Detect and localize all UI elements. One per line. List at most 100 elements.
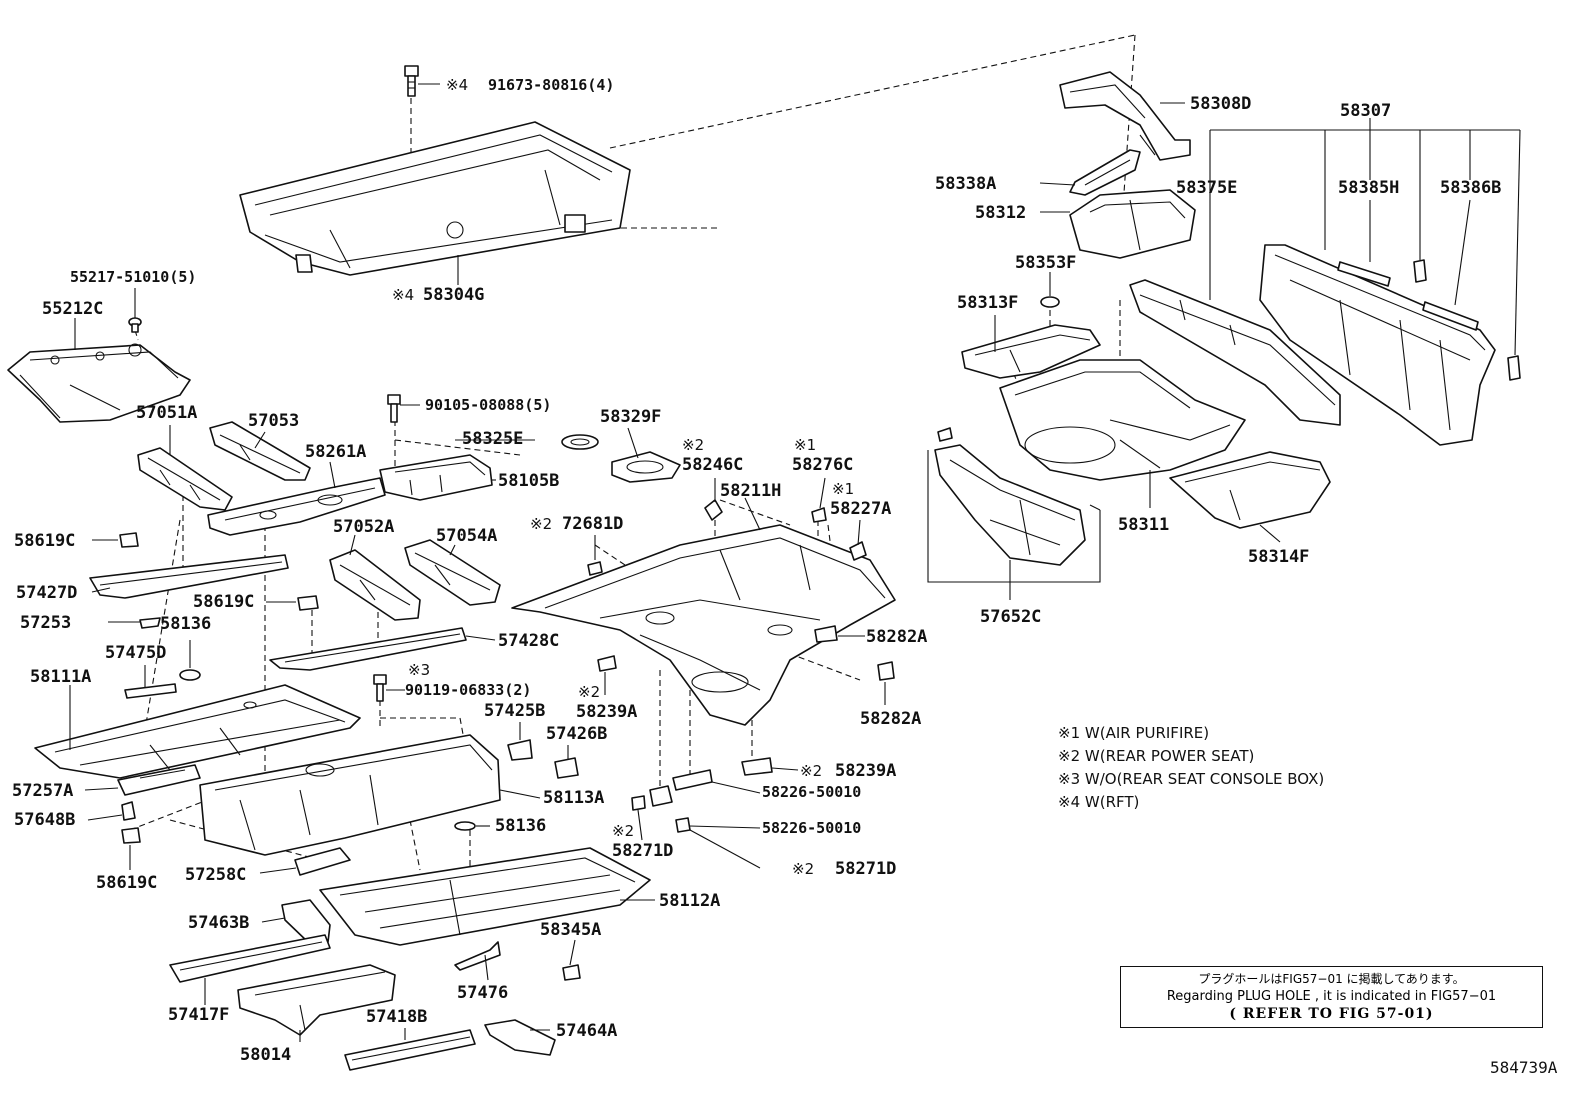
mark-3-90119: ※3 <box>408 661 430 679</box>
part-58105b <box>379 454 493 501</box>
part-58271d-b <box>675 817 691 833</box>
callout-58375e: 58375E <box>1176 178 1237 198</box>
part-58226-b <box>649 785 673 807</box>
callout-58136-b: 58136 <box>495 816 546 836</box>
callout-58386b: 58386B <box>1440 178 1501 198</box>
note-3: ※3 W/O(REAR SEAT CONSOLE BOX) <box>1058 770 1325 788</box>
plug-58136-b <box>454 821 476 831</box>
callout-58246c: 58246C <box>682 455 743 475</box>
callout-57652c: 57652C <box>980 607 1041 627</box>
mark-1-58276c: ※1 <box>794 436 816 454</box>
bolt-90119 <box>373 674 387 702</box>
figure-id: 584739A <box>1490 1058 1558 1077</box>
note-2: ※2 W(REAR POWER SEAT) <box>1058 747 1255 765</box>
part-58271d-a <box>631 795 646 811</box>
callout-58239a-a: 58239A <box>576 702 637 722</box>
mark-1-58227a: ※1 <box>832 480 854 498</box>
part-58338a <box>1069 149 1141 196</box>
part-57417f <box>169 934 331 983</box>
callout-58105b: 58105B <box>498 471 559 491</box>
callout-58304g: 58304G <box>423 285 484 305</box>
callout-57476: 57476 <box>457 983 508 1003</box>
part-58312 <box>1069 189 1196 259</box>
callout-58136-a: 58136 <box>160 614 211 634</box>
part-57475d <box>124 683 177 699</box>
pad-58619c-b <box>297 595 319 611</box>
leader-lines <box>69 83 1521 1042</box>
mark-2-58239a-b: ※2 <box>800 762 822 780</box>
callout-labels: 91673-80816(4) 58304G 55217-51010(5) 552… <box>12 76 1501 1065</box>
part-57258c <box>294 847 351 876</box>
callout-58227a: 58227A <box>830 499 891 519</box>
mark-2-58271d-b: ※2 <box>792 860 814 878</box>
bracket-58276c <box>811 507 827 523</box>
callout-58014: 58014 <box>240 1045 291 1065</box>
bracket-58282a-b <box>877 661 895 681</box>
bracket-58282a-a <box>814 625 838 643</box>
part-58211h <box>511 524 896 726</box>
part-72681d <box>587 561 603 576</box>
part-57418b <box>344 1029 476 1071</box>
part-58226-a <box>672 769 713 791</box>
callout-57417f: 57417F <box>168 1005 229 1025</box>
callout-58307: 58307 <box>1340 101 1391 121</box>
callout-58308d: 58308D <box>1190 94 1251 114</box>
callout-58276c: 58276C <box>792 455 853 475</box>
callout-90105-08088: 90105-08088(5) <box>425 396 551 414</box>
reference-japanese: プラグホールはFIG57−01 に掲載してあります。 <box>1198 972 1465 986</box>
bracket-57652c <box>937 427 953 442</box>
callout-57053: 57053 <box>248 411 299 431</box>
part-58113a <box>199 734 501 856</box>
part-57257a <box>117 764 201 796</box>
plug-58136-a <box>179 669 201 681</box>
mark-2-58271d-a: ※2 <box>612 822 634 840</box>
part-drawings <box>7 65 1521 1071</box>
callout-55212c: 55212C <box>42 299 103 319</box>
part-57476 <box>454 941 501 971</box>
callout-57475d: 57475D <box>105 643 166 663</box>
callout-58312: 58312 <box>975 203 1026 223</box>
callout-58261a: 58261A <box>305 442 366 462</box>
mark-4-bolt: ※4 <box>446 76 468 94</box>
reference-figure-link: ( REFER TO FIG 57-01) <box>1229 1006 1434 1022</box>
callout-58385h: 58385H <box>1338 178 1399 198</box>
part-58307 <box>1259 244 1496 446</box>
mark-2-58239a-a: ※2 <box>578 683 600 701</box>
part-58353f <box>1040 296 1060 308</box>
callout-91673-80816: 91673-80816(4) <box>488 76 614 94</box>
part-57428c <box>269 627 467 671</box>
part-58112a <box>319 847 651 946</box>
callout-58271d-b: 58271D <box>835 859 896 879</box>
clip-55217 <box>128 317 142 333</box>
callout-72681d: 72681D <box>562 514 623 534</box>
callout-90119-06833: 90119-06833(2) <box>405 681 531 699</box>
callout-58226-50010-b: 58226-50010 <box>762 819 861 837</box>
part-58325e <box>561 434 599 450</box>
clip-58307-b <box>1507 355 1521 381</box>
callout-58282a-b: 58282A <box>860 709 921 729</box>
mark-2-58246c: ※2 <box>682 436 704 454</box>
pad-58619c-c <box>121 827 141 844</box>
part-55212c <box>7 343 191 423</box>
part-58014 <box>237 964 396 1036</box>
bracket-58239a-a <box>597 655 617 672</box>
callout-57257a: 57257A <box>12 781 73 801</box>
callout-57051a: 57051A <box>136 403 197 423</box>
bracket-58246c <box>704 499 723 521</box>
callout-58353f: 58353F <box>1015 253 1076 273</box>
callout-58325e: 58325E <box>462 429 523 449</box>
part-57054a <box>404 539 501 606</box>
callout-57253: 57253 <box>20 613 71 633</box>
callout-57052a: 57052A <box>333 517 394 537</box>
callout-57258c: 57258C <box>185 865 246 885</box>
part-58375e <box>1129 279 1341 426</box>
bolt-91673 <box>404 65 419 97</box>
callout-58619c-b: 58619C <box>193 592 254 612</box>
callout-57054a: 57054A <box>436 526 497 546</box>
callout-58311: 58311 <box>1118 515 1169 535</box>
callout-58226-50010-a: 58226-50010 <box>762 783 861 801</box>
bracket-58239a-b <box>741 757 773 776</box>
part-58111a <box>34 684 361 779</box>
callout-58619c-c: 58619C <box>96 873 157 893</box>
part-58385h <box>1337 261 1391 287</box>
